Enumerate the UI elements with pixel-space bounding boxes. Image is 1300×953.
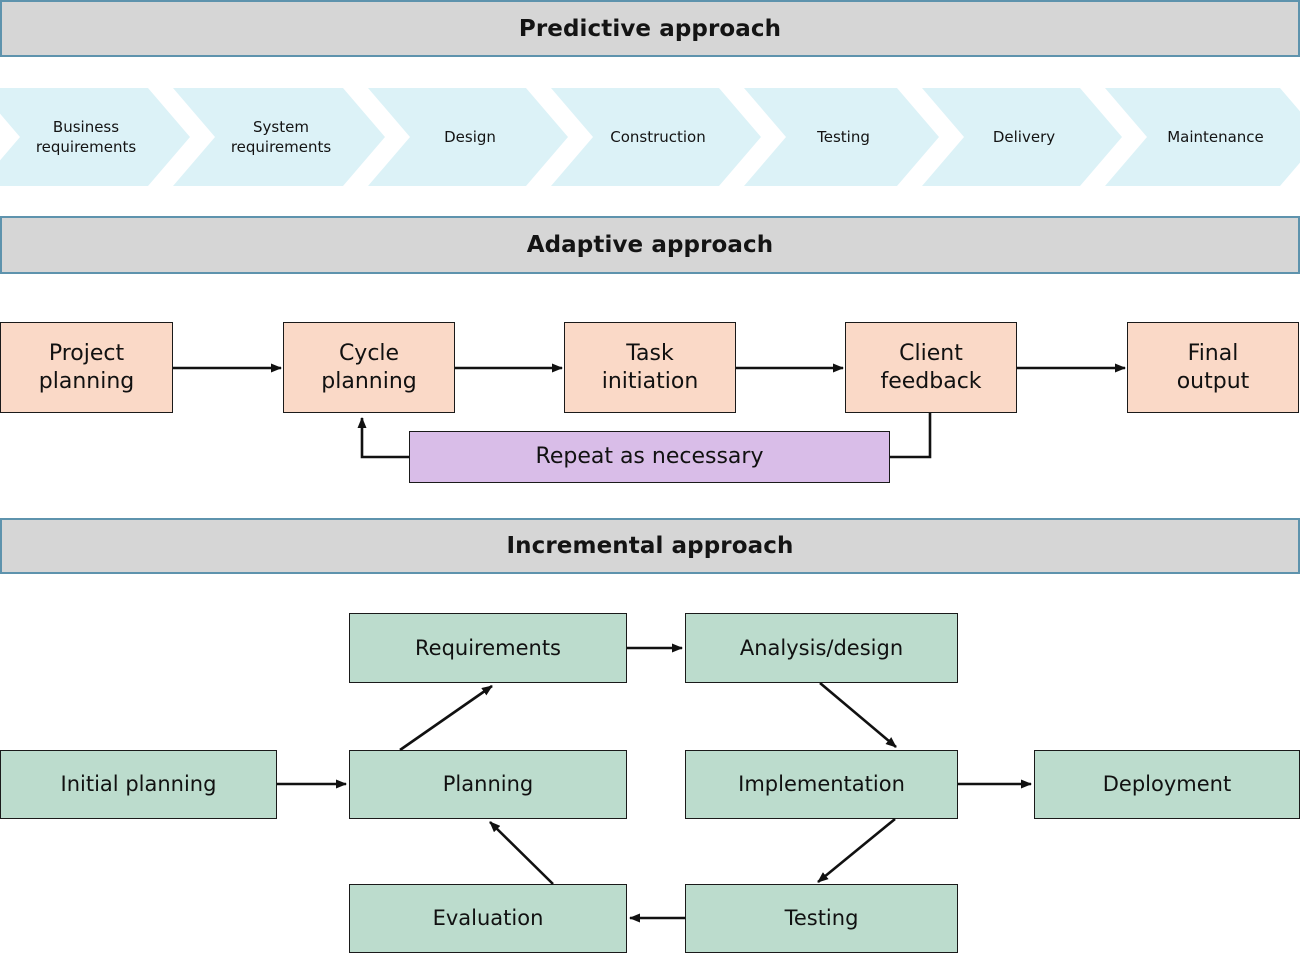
arrow-implementation-to-testing bbox=[817, 817, 896, 884]
section-title-incremental: Incremental approach bbox=[506, 533, 794, 559]
section-header-predictive: Predictive approach bbox=[0, 0, 1300, 57]
stage-line1: Construction bbox=[610, 127, 706, 146]
node-implementation[interactable]: Implementation bbox=[685, 750, 958, 819]
node-label-planning: Planning bbox=[442, 772, 534, 797]
stage-design[interactable]: Design bbox=[368, 88, 568, 186]
stage-label-testing: Testing bbox=[795, 127, 888, 147]
stage-system-requirements[interactable]: System requirements bbox=[173, 88, 385, 186]
arrow-evaluation-to-planning bbox=[489, 821, 554, 885]
stage-testing[interactable]: Testing bbox=[744, 88, 939, 186]
stage-line2: requirements bbox=[230, 138, 332, 156]
section-title-adaptive: Adaptive approach bbox=[526, 232, 774, 258]
stage-line2: requirements bbox=[35, 138, 137, 156]
node-line2: planning bbox=[321, 368, 417, 394]
node-label-repeat-as-necessary: Repeat as necessary bbox=[535, 444, 764, 470]
section-title-predictive: Predictive approach bbox=[518, 15, 782, 42]
node-deployment[interactable]: Deployment bbox=[1034, 750, 1300, 819]
stage-label-construction: Construction bbox=[588, 127, 724, 147]
node-line2: output bbox=[1176, 368, 1250, 394]
node-line1: Cycle bbox=[338, 341, 400, 366]
stage-line1: Design bbox=[444, 127, 496, 146]
node-planning[interactable]: Planning bbox=[349, 750, 627, 819]
node-line1: Client bbox=[899, 341, 963, 366]
stage-line1: Maintenance bbox=[1167, 127, 1264, 146]
node-evaluation[interactable]: Evaluation bbox=[349, 884, 627, 953]
node-cycle-planning[interactable]: Cycle planning bbox=[283, 322, 455, 413]
node-label-analysis-design: Analysis/design bbox=[739, 635, 904, 660]
predictive-stage-row: Business requirements System requirement… bbox=[0, 88, 1300, 186]
stage-label-maintenance: Maintenance bbox=[1145, 127, 1282, 147]
node-label-initial-planning: Initial planning bbox=[60, 772, 217, 797]
node-label-deployment: Deployment bbox=[1102, 772, 1232, 797]
node-testing[interactable]: Testing bbox=[685, 884, 958, 953]
section-header-adaptive: Adaptive approach bbox=[0, 216, 1300, 274]
node-label-final-output: Final output bbox=[1171, 340, 1256, 395]
node-line2: initiation bbox=[601, 368, 699, 394]
stage-delivery[interactable]: Delivery bbox=[922, 88, 1122, 186]
node-line1: Final bbox=[1187, 341, 1239, 366]
arrow-analysis-to-implementation bbox=[819, 682, 897, 748]
node-initial-planning[interactable]: Initial planning bbox=[0, 750, 277, 819]
stage-line1: Testing bbox=[817, 127, 870, 146]
stage-line1: System bbox=[253, 117, 309, 136]
stage-label-system-requirements: System requirements bbox=[209, 117, 349, 158]
stage-line1: Delivery bbox=[992, 127, 1056, 146]
node-line2: planning bbox=[38, 368, 135, 394]
stage-label-design: Design bbox=[422, 127, 514, 147]
node-task-initiation[interactable]: Task initiation bbox=[564, 322, 736, 413]
stage-label-business-requirements: Business requirements bbox=[14, 117, 154, 158]
node-label-project-planning: Project planning bbox=[33, 340, 140, 395]
node-line2: feedback bbox=[880, 368, 982, 394]
stage-line1: Business bbox=[52, 117, 120, 136]
node-label-requirements: Requirements bbox=[415, 635, 561, 660]
node-label-cycle-planning: Cycle planning bbox=[315, 340, 422, 395]
stage-construction[interactable]: Construction bbox=[551, 88, 761, 186]
loop-path-repeat-to-cycle bbox=[357, 417, 409, 459]
node-client-feedback[interactable]: Client feedback bbox=[845, 322, 1017, 413]
node-requirements[interactable]: Requirements bbox=[349, 613, 627, 683]
node-label-implementation: Implementation bbox=[738, 772, 905, 797]
stage-business-requirements[interactable]: Business requirements bbox=[0, 88, 190, 186]
stage-label-delivery: Delivery bbox=[971, 127, 1073, 147]
node-project-planning[interactable]: Project planning bbox=[0, 322, 173, 413]
node-label-task-initiation: Task initiation bbox=[596, 340, 705, 395]
section-header-incremental: Incremental approach bbox=[0, 518, 1300, 574]
node-analysis-design[interactable]: Analysis/design bbox=[685, 613, 958, 683]
node-repeat-as-necessary[interactable]: Repeat as necessary bbox=[409, 431, 890, 483]
node-line1: Task bbox=[626, 341, 674, 366]
node-label-testing: Testing bbox=[784, 906, 859, 931]
node-final-output[interactable]: Final output bbox=[1127, 322, 1299, 413]
arrow-planning-to-requirements bbox=[399, 684, 493, 752]
node-label-client-feedback: Client feedback bbox=[874, 340, 987, 395]
node-label-evaluation: Evaluation bbox=[432, 906, 544, 931]
node-line1: Project bbox=[48, 341, 125, 366]
loop-path-client-to-repeat bbox=[890, 413, 932, 459]
stage-maintenance[interactable]: Maintenance bbox=[1105, 88, 1300, 186]
